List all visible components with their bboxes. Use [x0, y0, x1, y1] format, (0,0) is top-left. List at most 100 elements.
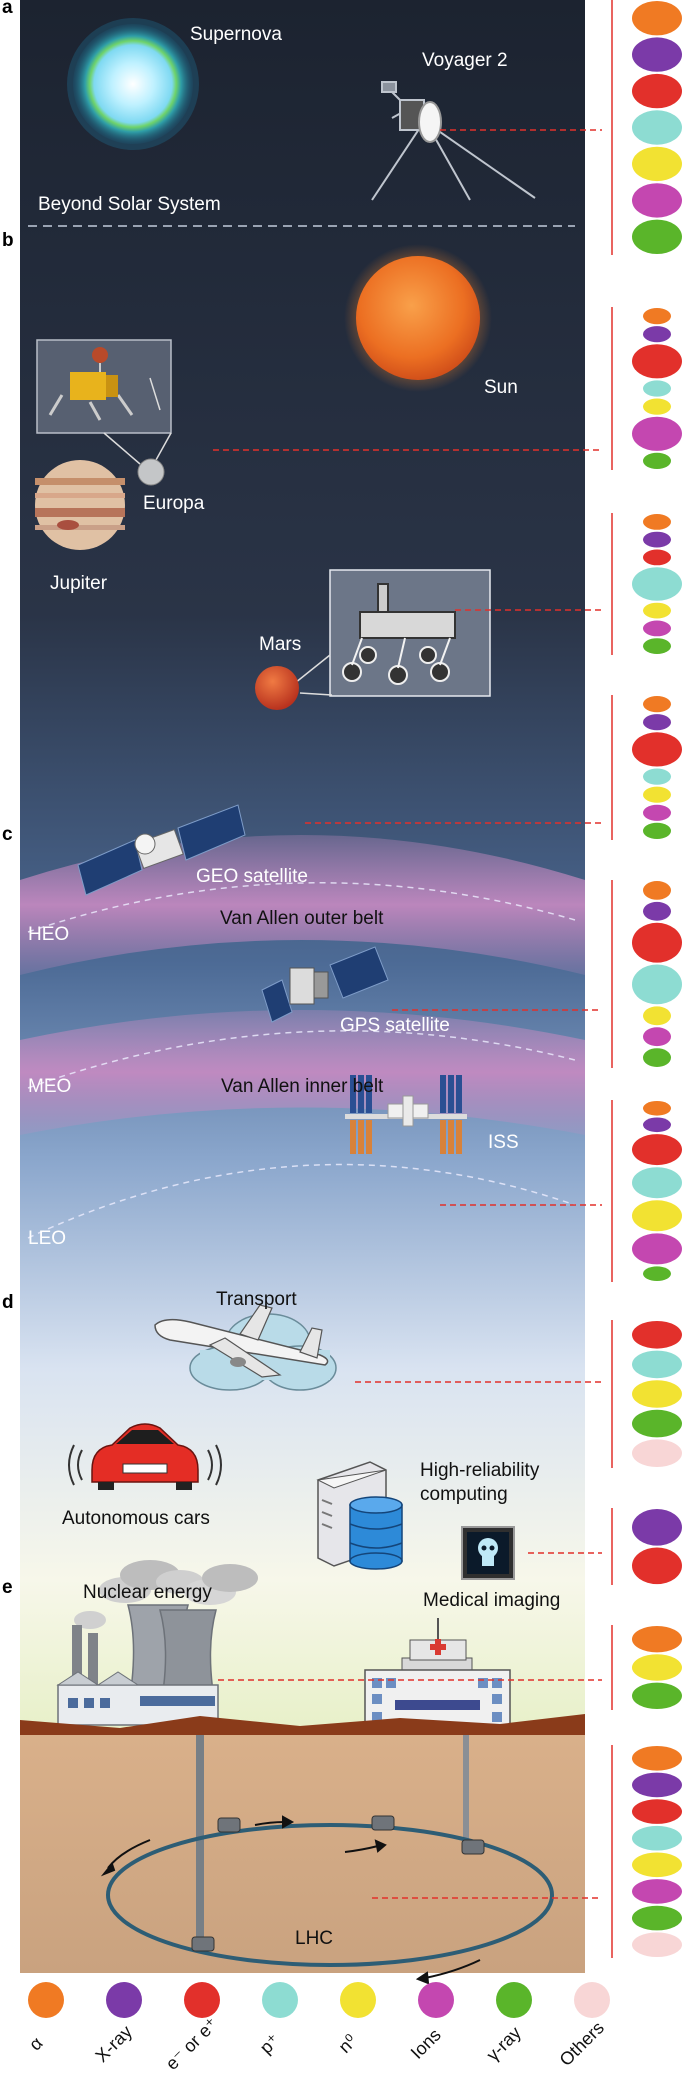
europa-inset-connector-2 — [155, 432, 172, 461]
legend-label-ions: Ions — [407, 2025, 445, 2063]
stack-mars-electron — [643, 549, 671, 566]
computing-label-line1: High-reliability — [420, 1460, 540, 1481]
leo-orbit-line — [27, 1163, 576, 1239]
stack-mars-xray — [643, 531, 671, 548]
airplane-icon — [154, 1304, 329, 1378]
particle-legend: α X-ray e⁻ or e⁺ p⁺ n⁰ Ions γ-ray Others — [25, 1982, 610, 2074]
stack-lhc-electron — [632, 1799, 682, 1824]
medical-imaging-icon — [461, 1526, 515, 1580]
stack-sun-europa-gamma — [643, 452, 671, 469]
stack-gps-ions — [643, 1027, 671, 1047]
meo-label: MEO — [28, 1076, 71, 1097]
heo-label: HEO — [28, 924, 69, 945]
transport-label: Transport — [216, 1289, 297, 1310]
panel-letter-c: c — [2, 824, 13, 845]
stack-gps-gamma — [643, 1048, 671, 1067]
leo-label: LEO — [28, 1228, 66, 1249]
stack-sun-europa-xray — [643, 326, 671, 343]
stack-iss-ions — [632, 1233, 682, 1265]
stack-beyond-gamma — [632, 219, 682, 254]
panel-letter-b: b — [2, 230, 14, 251]
stack-mars-alpha — [643, 514, 671, 530]
stack-mars-neutron — [643, 602, 671, 619]
underground-layer — [20, 1735, 585, 1973]
legend-label-xray: X-ray — [91, 2021, 136, 2066]
sun-icon — [356, 256, 480, 380]
legend-swatch-proton — [262, 1982, 298, 2018]
stack-sun-europa-neutron — [643, 398, 671, 415]
sun-label: Sun — [484, 377, 518, 398]
stack-beyond-proton — [632, 110, 682, 145]
nuclear-energy-label: Nuclear energy — [83, 1582, 212, 1603]
lhc-detector-4 — [191, 1936, 215, 1952]
mars-rover-icon — [342, 583, 456, 685]
stack-geo-gamma — [643, 822, 671, 840]
voyager-label: Voyager 2 — [422, 50, 508, 71]
stack-geo-proton — [643, 768, 671, 785]
stack-medical-electron — [632, 1547, 682, 1585]
van-allen-outer-belt-band — [20, 835, 585, 975]
panel-letter-a: a — [2, 0, 13, 18]
stack-sun-europa-alpha — [643, 308, 671, 325]
panel-letter-d: d — [2, 1292, 14, 1313]
inner-belt-label: Van Allen inner belt — [221, 1076, 384, 1097]
stack-transport-gamma — [632, 1409, 682, 1438]
supernova-label: Supernova — [190, 24, 282, 45]
stack-sun-europa-electron — [632, 344, 682, 379]
legend-label-alpha: α — [25, 2033, 47, 2055]
mars-icon — [255, 666, 299, 710]
stack-beyond-ions — [632, 183, 682, 218]
stack-mars-gamma — [643, 638, 671, 654]
stack-iss-proton — [632, 1167, 682, 1199]
legend-label-gamma: γ-ray — [483, 2023, 525, 2065]
stack-gps-proton — [632, 964, 682, 1005]
stack-beyond-xray — [632, 37, 682, 72]
nuclear-plant-icon — [56, 1560, 258, 1726]
lhc-shaft-2 — [463, 1735, 469, 1847]
europa-label: Europa — [143, 493, 205, 514]
stack-lhc-proton — [632, 1825, 682, 1851]
stack-iss-xray — [643, 1117, 671, 1133]
computing-label-line2: computing — [420, 1484, 508, 1505]
geo-satellite-icon — [77, 804, 246, 896]
legend-label-proton: p⁺ — [256, 2030, 284, 2058]
mars-inset-connector-1 — [294, 654, 331, 684]
stack-beyond-electron — [632, 73, 682, 109]
stack-sun-europa-proton — [643, 380, 671, 397]
legend-swatch-gamma — [496, 1982, 532, 2018]
europa-inset-connector-1 — [103, 432, 141, 465]
supernova-icon — [73, 24, 193, 144]
legend-label-others: Others — [556, 2018, 608, 2070]
legend-swatch-alpha — [28, 1982, 64, 2018]
hospital-icon — [364, 1618, 511, 1729]
stack-gps-alpha — [643, 881, 671, 900]
stack-lhc-alpha — [632, 1746, 682, 1771]
lhc-detector-2 — [371, 1815, 395, 1831]
stack-geo-xray — [643, 714, 671, 731]
stack-mars-ions — [643, 620, 671, 637]
stack-iss-electron — [632, 1134, 682, 1166]
lhc-ring — [106, 1823, 554, 1967]
stack-iss-gamma — [643, 1266, 671, 1281]
stack-geo-ions — [643, 804, 671, 821]
heo-orbit-line — [27, 882, 576, 933]
legend-label-electron: e⁻ or e⁺ — [162, 2014, 222, 2074]
stack-lhc-neutron — [632, 1852, 682, 1878]
lhc-detector-3 — [461, 1839, 485, 1855]
autonomous-cars-label: Autonomous cars — [62, 1508, 210, 1529]
legend-label-neutron: n⁰ — [335, 2031, 361, 2057]
stack-mars-proton — [632, 567, 682, 601]
lhc-detector-1 — [217, 1817, 241, 1833]
particle-stacks — [611, 0, 682, 1958]
jupiter-icon — [35, 460, 125, 550]
ground-surface — [20, 1714, 585, 1740]
panel-letter-e: e — [2, 1577, 13, 1598]
stack-iss-neutron — [632, 1200, 682, 1232]
geo-satellite-label: GEO satellite — [196, 866, 308, 887]
stack-lhc-others — [632, 1932, 682, 1957]
stack-lhc-gamma — [632, 1905, 682, 1931]
stack-lhc-xray — [632, 1772, 682, 1798]
stack-transport-others — [632, 1439, 682, 1467]
stack-gps-neutron — [643, 1006, 671, 1026]
